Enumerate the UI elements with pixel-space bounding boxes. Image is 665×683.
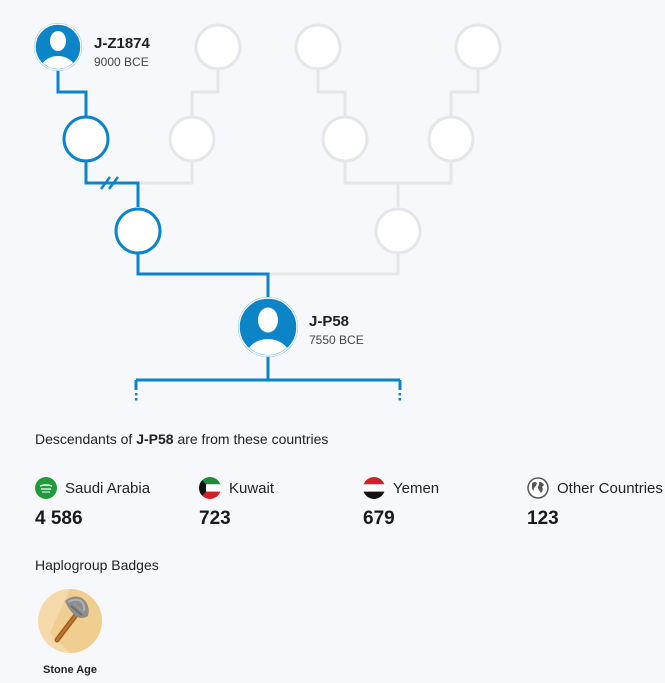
descendants-suffix: are from these countries [177, 431, 329, 447]
country-count: 123 [527, 508, 559, 529]
descendants-prefix: Descendants of [35, 431, 133, 447]
country-yemen: Yemen 679 [363, 477, 439, 530]
tree-node[interactable] [454, 23, 502, 71]
descendants-heading: Descendants of J-P58 are from these coun… [35, 431, 328, 447]
focus-name: J-P58 [309, 313, 350, 330]
yemen-flag-icon [363, 477, 385, 499]
country-other: Other Countries 123 [527, 477, 663, 530]
continuation-dots [135, 393, 401, 401]
country-count: 679 [363, 508, 395, 529]
kuwait-flag-icon [199, 477, 221, 499]
globe-icon [527, 477, 549, 499]
badge-label: Stone Age [43, 664, 97, 676]
tree-node[interactable] [168, 115, 216, 163]
country-name: Saudi Arabia [65, 479, 151, 497]
country-name: Other Countries [557, 479, 663, 497]
tree-node[interactable] [321, 115, 369, 163]
haplogroup-tree [34, 23, 502, 401]
country-name: Yemen [393, 479, 440, 497]
badge-stone-age[interactable]: Stone Age [38, 589, 102, 676]
focus-avatar-icon[interactable] [238, 297, 298, 375]
lineage-node[interactable] [114, 207, 162, 255]
country-saudi-arabia: Saudi Arabia 4 586 [35, 477, 150, 530]
ancestor-label: J-Z1874 9000 BCE [94, 35, 150, 69]
stone-axe-icon [38, 589, 102, 653]
country-count: 4 586 [35, 508, 83, 529]
ancestor-avatar-icon[interactable] [34, 23, 82, 86]
ancestor-date: 9000 BCE [94, 55, 149, 69]
ancestor-name: J-Z1874 [94, 35, 150, 52]
badges-heading: Haplogroup Badges [35, 557, 159, 573]
inactive-branches [138, 70, 480, 276]
lineage-break-icon [100, 176, 119, 190]
tree-node[interactable] [374, 207, 422, 255]
lineage-node[interactable] [62, 115, 110, 163]
saudi-arabia-flag-icon [35, 477, 57, 499]
country-count: 723 [199, 508, 231, 529]
country-name: Kuwait [229, 479, 275, 497]
tree-node[interactable] [294, 23, 342, 71]
tree-node[interactable] [194, 23, 242, 71]
focus-label: J-P58 7550 BCE [309, 313, 364, 347]
country-kuwait: Kuwait 723 [199, 477, 274, 530]
tree-node[interactable] [427, 115, 475, 163]
descendants-haplogroup: J-P58 [136, 431, 174, 447]
focus-date: 7550 BCE [309, 333, 364, 347]
